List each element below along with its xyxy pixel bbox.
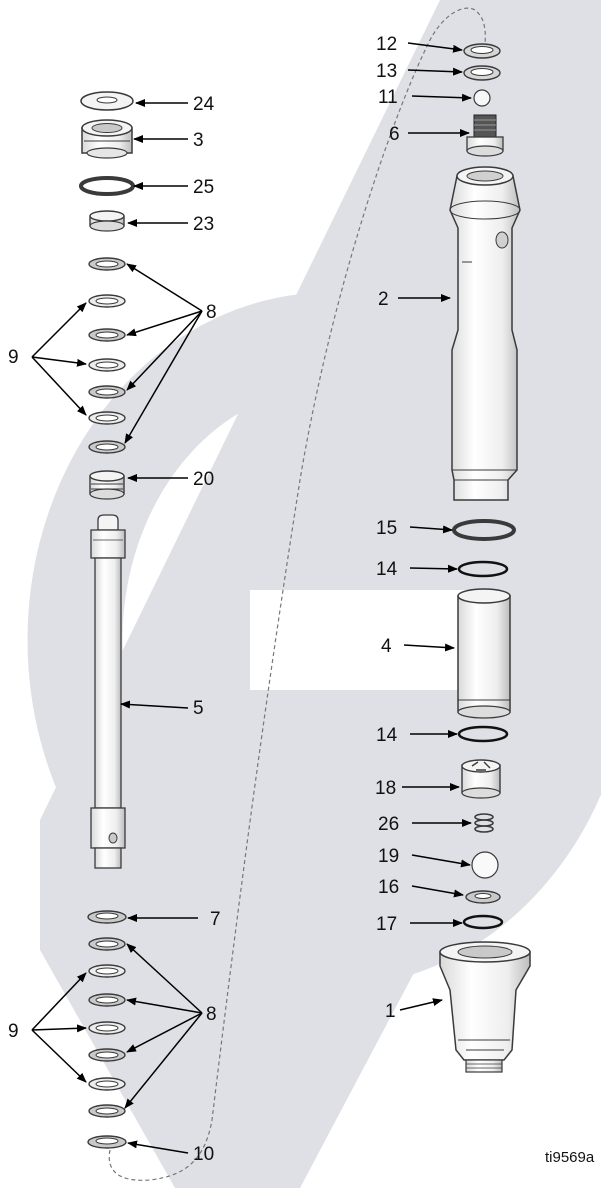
callout-24: 24 — [193, 94, 215, 115]
part-3-gland-nut — [81, 119, 133, 159]
callout-14-upper: 14 — [376, 559, 398, 580]
callout-9-upper: 9 — [8, 347, 19, 368]
part-1-foot-valve-housing — [439, 941, 531, 1073]
callout-20: 20 — [193, 469, 214, 490]
callout-6: 6 — [389, 124, 400, 145]
upper-packing-stack — [88, 257, 126, 454]
callout-4: 4 — [381, 636, 392, 657]
leader-lines — [31, 42, 472, 1154]
callout-11: 11 — [378, 87, 398, 108]
callout-16: 16 — [378, 877, 399, 898]
callout-25: 25 — [193, 177, 214, 198]
part-15-seal-ring — [452, 519, 516, 541]
lower-packing-stack — [88, 937, 126, 1118]
part-18-guide — [461, 759, 501, 799]
part-11-ball — [473, 89, 491, 107]
part-4-cylinder — [457, 588, 511, 719]
callout-23: 23 — [193, 214, 214, 235]
part-6-valve-seat — [466, 114, 504, 157]
callout-7: 7 — [210, 909, 221, 930]
callout-8-upper: 8 — [206, 302, 217, 323]
callout-13: 13 — [376, 61, 397, 82]
part-14-o-ring-lower — [457, 725, 509, 743]
assembly-dashed-line — [108, 7, 486, 1181]
callout-9-lower: 9 — [8, 1021, 19, 1042]
part-19-ball — [471, 851, 499, 879]
callout-14-lower: 14 — [376, 725, 398, 746]
part-13-washer — [463, 65, 501, 81]
callout-3: 3 — [193, 130, 204, 151]
callout-15: 15 — [376, 518, 397, 539]
callout-12: 12 — [376, 34, 397, 55]
callout-17: 17 — [376, 914, 397, 935]
part-7-seal — [87, 910, 127, 924]
part-17-o-ring — [462, 914, 504, 930]
part-24-washer — [80, 91, 134, 111]
part-12-washer — [463, 43, 501, 59]
part-26-spring — [474, 813, 494, 833]
callout-5: 5 — [193, 698, 204, 719]
callout-2: 2 — [378, 289, 389, 310]
figure-id: ti9569a — [545, 1149, 595, 1166]
callout-26: 26 — [378, 814, 399, 835]
callout-1: 1 — [385, 1001, 396, 1022]
callout-10: 10 — [193, 1144, 214, 1165]
part-5-displacement-rod — [90, 514, 126, 869]
part-25-seal-ring — [79, 176, 135, 196]
part-14-o-ring-upper — [457, 560, 509, 578]
part-20-adapter — [89, 470, 125, 500]
part-2-pump-housing — [449, 166, 521, 501]
callout-19: 19 — [378, 846, 399, 867]
part-23-bearing — [89, 210, 125, 232]
callout-18: 18 — [375, 778, 396, 799]
part-10-seal — [87, 1135, 127, 1149]
callout-8-lower: 8 — [206, 1004, 217, 1025]
callout-labels: 24 3 25 23 8 9 20 5 7 8 9 10 12 13 11 6 … — [8, 34, 595, 1166]
part-16-seat — [465, 890, 501, 904]
